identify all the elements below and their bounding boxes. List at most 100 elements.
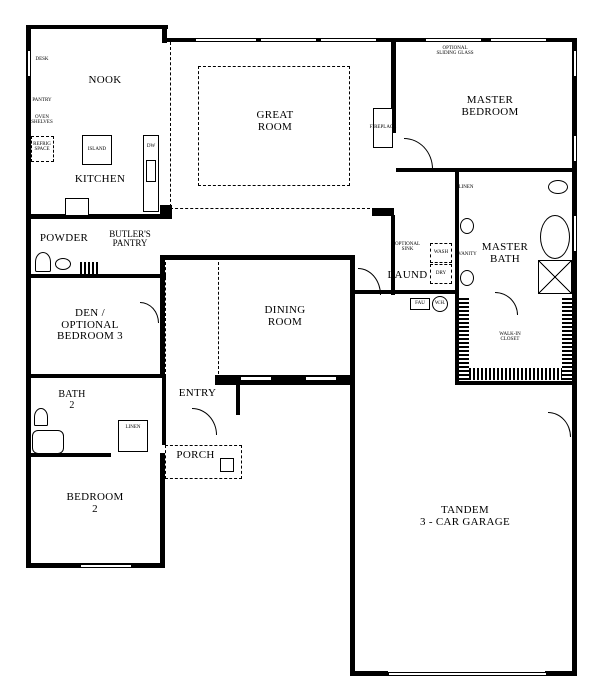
kitchen-sink (146, 160, 156, 182)
wall-garage-bottom-l (350, 671, 388, 676)
window (490, 38, 547, 42)
window (260, 38, 317, 42)
wall-master-left (391, 38, 396, 133)
vanity-sink (460, 270, 474, 286)
refrigerator-label: REFRIG SPACE (33, 142, 51, 153)
shower (538, 260, 572, 294)
dryer[interactable]: DRY (430, 264, 452, 284)
bedroom2-label: BEDROOM 2 (66, 491, 124, 515)
powder-label: POWDER (39, 232, 89, 244)
vanity-label: VANITY (458, 252, 477, 257)
window (573, 50, 577, 77)
dining-divider (218, 262, 219, 374)
den-label: DEN / OPTIONAL BEDROOM 3 (57, 307, 123, 343)
kitchen-divider (170, 42, 171, 212)
wall-laundry-left (391, 215, 395, 295)
wall-bath2-bottom (26, 453, 111, 457)
linen-hall: LINEN (118, 420, 148, 452)
garage-label: TANDEM 3 - CAR GARAGE (419, 504, 511, 528)
water-heater-label: W.H. (434, 301, 446, 306)
washer[interactable]: WASH (430, 243, 452, 263)
linen-master-label: LINEN (458, 185, 474, 190)
garage-door[interactable] (388, 672, 547, 676)
fireplace: FIREPLACE (370, 108, 396, 148)
wall-left (26, 25, 31, 568)
nook-label: NOOK (88, 74, 122, 86)
window (240, 376, 272, 381)
dry-label: DRY (435, 271, 447, 276)
refrigerator-space (31, 136, 54, 162)
bath2-toilet (34, 408, 48, 426)
wall-den-bottom (26, 374, 166, 378)
kitchen-label: KITCHEN (74, 173, 126, 185)
pantry-label: PANTRY (32, 98, 52, 103)
wall-dining-top (165, 255, 355, 260)
wall-dining-bottom (215, 375, 355, 385)
cooktop (65, 198, 89, 216)
master-bedroom-label: MASTER BEDROOM (461, 94, 519, 118)
master-bedroom-door[interactable] (404, 138, 433, 169)
laundry-label: LAUND (387, 269, 428, 281)
bathtub (540, 215, 570, 259)
den-door[interactable] (140, 302, 159, 323)
optional-sink-label: OPTIONAL SINK (395, 242, 420, 253)
window (320, 38, 377, 42)
master-bath-label: MASTER BATH (481, 241, 529, 265)
window (27, 50, 31, 77)
oven-label: OVEN SHELVES (31, 115, 53, 126)
porch-label: PORCH (176, 449, 215, 461)
window (305, 376, 337, 381)
linen-hall-label: LINEN (125, 425, 141, 430)
fireplace-label: FIREPLACE (369, 125, 397, 130)
water-heater: W.H. (432, 296, 448, 312)
wall-dining-right (350, 255, 355, 675)
wall-bed2-right (160, 453, 165, 568)
master-toilet (548, 180, 568, 194)
window (195, 38, 257, 42)
great-room-label: GREAT ROOM (256, 109, 294, 133)
entry-door[interactable] (192, 408, 217, 435)
fau-label: FAU (415, 301, 425, 306)
wall-entry-left (162, 375, 166, 445)
island-label: ISLAND (87, 147, 107, 152)
wall-garage-right (572, 381, 577, 676)
wall-garage-top2 (455, 381, 577, 385)
closet-shelf-left (459, 298, 469, 380)
great-bottom-line (170, 208, 370, 209)
hall-line (165, 262, 166, 372)
wall-great-bottom (372, 208, 394, 216)
wall-entry-right (236, 385, 240, 415)
pantry-shelves (80, 262, 98, 274)
closet-shelf-right (562, 298, 572, 380)
closet-shelf-bottom (469, 368, 562, 380)
wall-nook-right (162, 25, 167, 43)
wall-master-bottom (396, 168, 576, 172)
wall-great-left-col (160, 205, 172, 219)
dining-room-label: DINING ROOM (264, 304, 306, 328)
wall-garage-top (350, 290, 455, 294)
walk-in-closet-label: WALK-IN CLOSET (499, 332, 521, 343)
great-room-ceiling (198, 66, 350, 186)
powder-sink (55, 258, 71, 270)
dishwasher-label: DW (146, 144, 156, 149)
wall-pantry-bottom (26, 274, 166, 278)
wall-right (572, 38, 577, 388)
wall-kitchen-bottom (26, 214, 166, 219)
closet-door[interactable] (495, 292, 518, 315)
laundry-door[interactable] (358, 268, 381, 295)
vanity-sink (460, 218, 474, 234)
window (425, 38, 482, 42)
wall-den-right (160, 255, 165, 377)
powder-toilet (35, 252, 51, 272)
wall-bath-left (455, 168, 459, 383)
bath2-tub (32, 430, 64, 454)
wall-nook-top (26, 25, 168, 29)
fau-unit: FAU (410, 298, 430, 310)
bath2-label: BATH 2 (58, 389, 86, 411)
garage-side-door[interactable] (548, 412, 571, 437)
window (573, 215, 577, 252)
window (80, 564, 132, 568)
porch-post (220, 458, 234, 472)
wall-garage-bottom-r (545, 671, 577, 676)
